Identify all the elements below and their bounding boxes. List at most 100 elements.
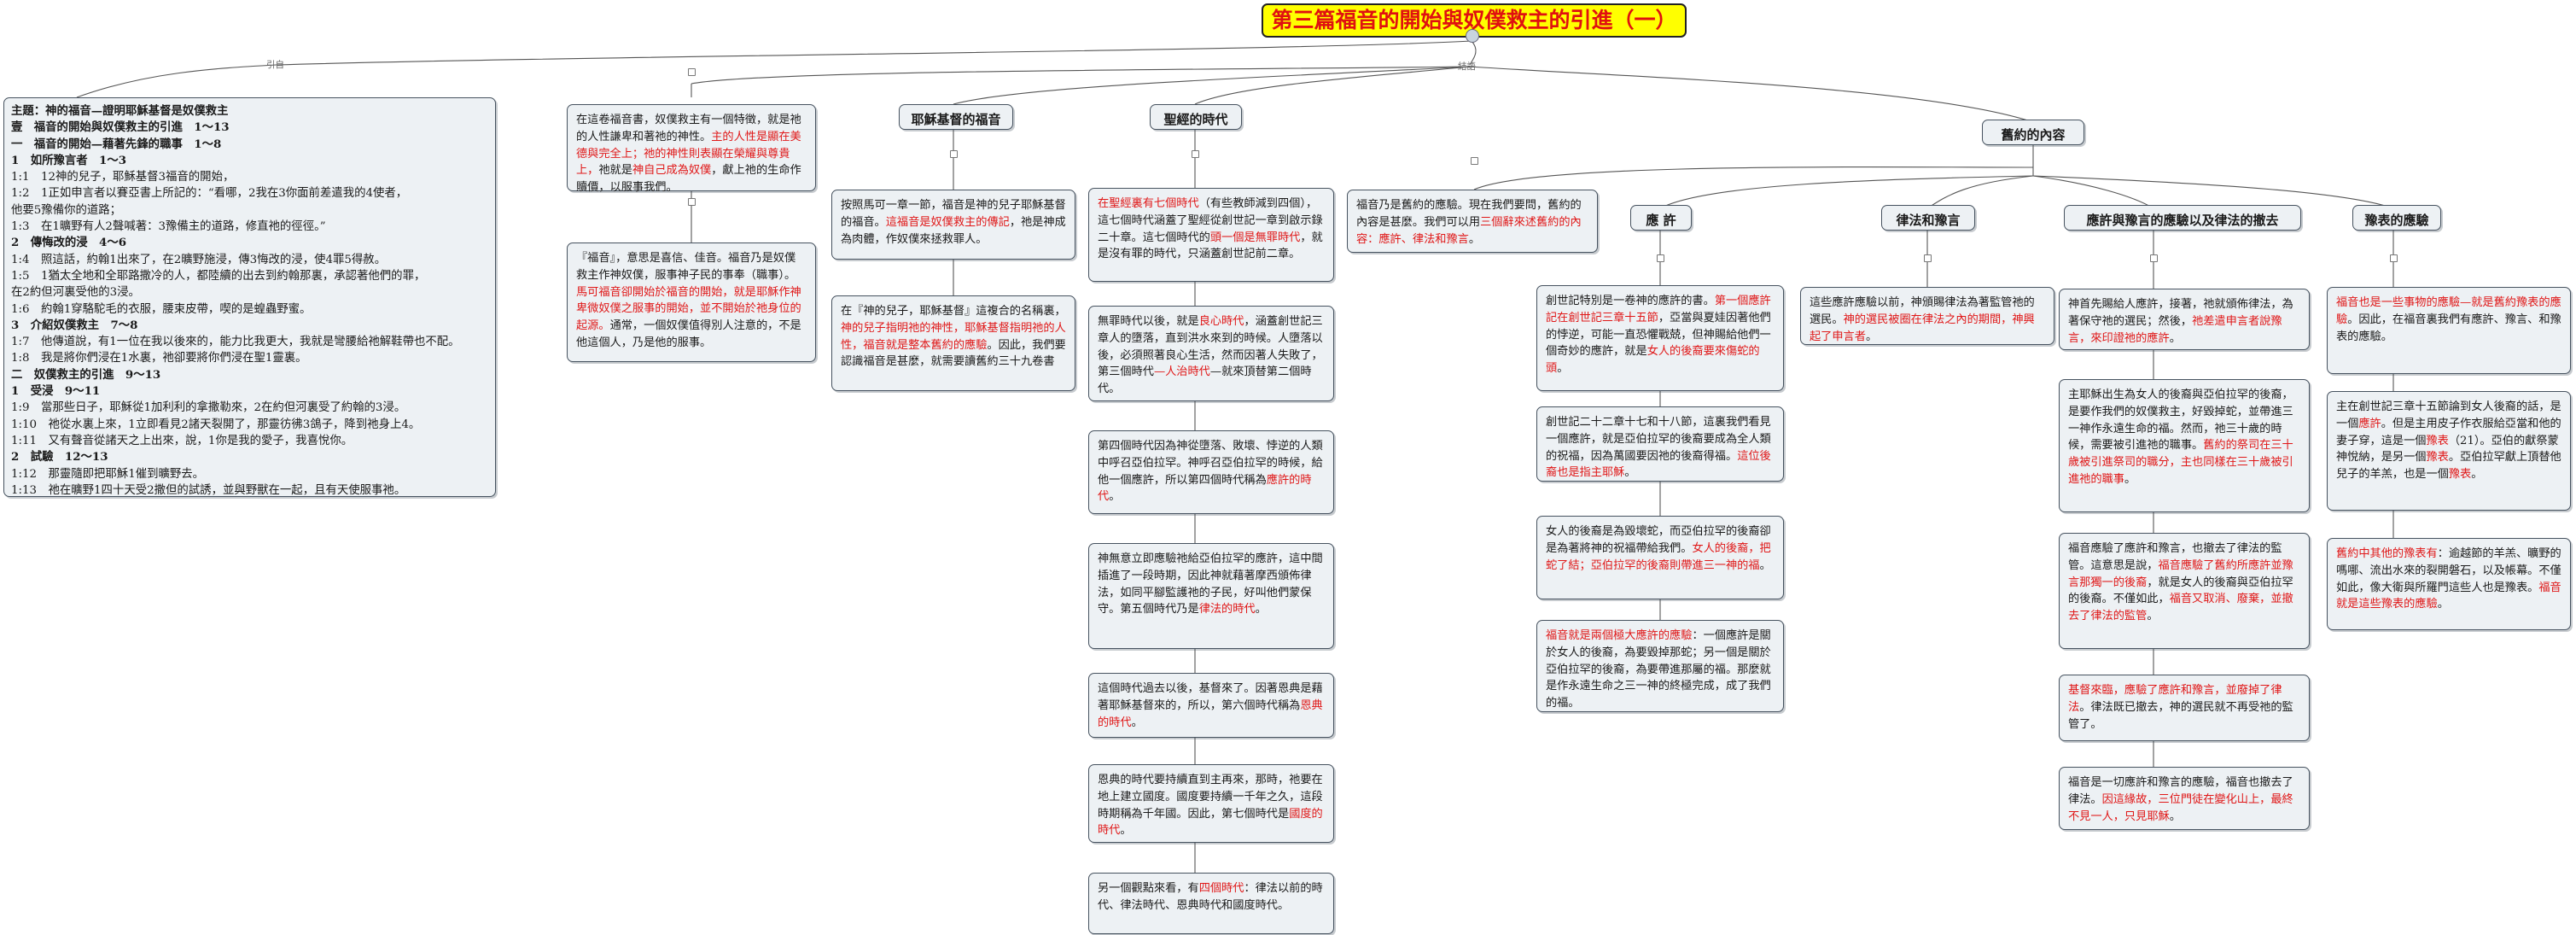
law-node-1: 這些應許應驗以前，神頒賜律法為著監管祂的選民。神的選民被圈在律法之內的期間，神興… bbox=[1800, 287, 2054, 345]
body-text: 在這卷福音書，奴僕救主有一個特徵，就是祂的人性謙卑和著祂的神性。 bbox=[576, 114, 801, 143]
body-text: 。 bbox=[1624, 466, 1636, 480]
junction-dot bbox=[1924, 254, 1932, 262]
body-text: 。 bbox=[2169, 331, 2181, 345]
body-text: （有些教師減到四個），這七個時代涵蓋了聖經從創世記一章到啟示錄二十章。這七個時代… bbox=[1098, 197, 1323, 244]
body-text: 。 bbox=[2437, 598, 2449, 611]
body-text: 主在創世記三章十五節論到女人後裔的話，是一個 bbox=[2336, 400, 2561, 430]
highlight-text: 這位後裔也是指主耶穌 bbox=[1546, 449, 1771, 480]
outline-heading: 二 奴僕救主的引進 9～13 bbox=[11, 367, 161, 382]
highlight-text: 神的兒子指明祂的神性，耶穌基督指明祂的人性，福音就是整本舊約的應驗 bbox=[841, 321, 1066, 352]
body-text: ，就是女人的後裔與亞伯拉罕的後裔。不僅如此， bbox=[2068, 576, 2293, 606]
header-ot: 舊約的內容 bbox=[1982, 120, 2084, 145]
junction-dot bbox=[688, 68, 696, 76]
response-node-3: 福音應驗了應許和豫言，也撤去了律法的監管。這意思是說，福音應驗了舊約所應許並豫言… bbox=[2059, 533, 2310, 649]
outline-verse: 1:13 祂在曠野1四十天受2撒但的試誘，並與野獸在一起，且有天使服事祂。 bbox=[11, 483, 406, 497]
highlight-text: 福音應驗了舊約所應許並豫言那獨一的後裔 bbox=[2068, 558, 2293, 589]
outline-verse: 1:6 約翰1穿駱駝毛的衣服，腰束皮帶，喫的是蝗蟲野蜜。 bbox=[11, 302, 312, 316]
highlight-text: 四個時代 bbox=[1198, 882, 1244, 895]
body-text: 福音應驗了應許和豫言，也撤去了律法的監管。這意思是說， bbox=[2068, 542, 2282, 572]
body-text: 。但是主用皮子作衣服給亞當和他的妻子穿，這是一個 bbox=[2336, 417, 2561, 447]
outline-heading: 3 介紹奴僕救主 7～8 bbox=[11, 318, 138, 332]
body-text: 。 bbox=[1131, 716, 1143, 729]
body-text: 『福音』，意思是喜信、佳音。福音乃是奴僕救主作神奴僕，服事神子民的事奉（職事）。 bbox=[576, 252, 796, 282]
body-text: 。亞伯拉罕獻上頂替他兒子的羊羔，也是一個 bbox=[2336, 451, 2561, 482]
age-node-5: 這個時代過去以後，基督來了。因著恩典是藉著耶穌基督來的，所以，第六個時代稱為恩典… bbox=[1088, 673, 1334, 738]
highlight-text: 國度的時代 bbox=[1098, 807, 1323, 838]
highlight-text: 馬可福音卻開始於福音的開始，就是耶穌作神卑微奴僕之服事的開始，並不開始於祂身位的… bbox=[576, 285, 801, 333]
body-text: 。 bbox=[1109, 490, 1121, 504]
age-node-6: 恩典的時代要持續直到主再來，那時，祂要在地上建立國度。國度要持續一千年之久，這段… bbox=[1088, 764, 1334, 843]
outline-verse: 1:8 我是將你們浸在1水裏，祂卻要將你們浸在聖1靈裏。 bbox=[11, 352, 307, 365]
highlight-text: 頭一個是無罪時代 bbox=[1209, 231, 1301, 244]
header-promise: 應 許 bbox=[1630, 205, 1692, 231]
body-text: 。 bbox=[1759, 558, 1771, 572]
highlight-text: 神的選民被圈在律法之內的期間，神興起了申言者 bbox=[1810, 313, 2035, 343]
body-text: 女人的後裔是為毀壞蛇，而亞伯拉罕的後裔卻是為著將神的祝福帶給我們。 bbox=[1546, 525, 1771, 555]
body-text: 神無意立即應驗祂給亞伯拉罕的應許，這中間插進了一段時期，因此神就藉著摩西頒佈律法… bbox=[1098, 552, 1323, 617]
age-node-4: 神無意立即應驗祂給亞伯拉罕的應許，這中間插進了一段時期，因此神就藉著摩西頒佈律法… bbox=[1088, 543, 1334, 649]
gospel-node-1: 按照馬可一章一節，福音是神的兒子耶穌基督的福音。這福音是奴僕救主的傳記，祂是神成… bbox=[831, 190, 1075, 260]
highlight-text: 豫表 bbox=[2448, 468, 2472, 482]
junction-dot bbox=[1471, 157, 1478, 165]
body-text: ，亞當與夏娃因著他們的悖逆，可能一直恐懼戰兢，但神賜給他們一個奇妙的應許，就是 bbox=[1546, 311, 1771, 359]
outline-heading: 2 傳悔改的浸 4～6 bbox=[11, 236, 127, 250]
outline-verse: 1:3 在1曠野有人2聲喊著：3豫備主的道路，修直祂的徑徑。” bbox=[11, 220, 326, 234]
age-node-7: 另一個觀點來看，有四個時代：律法以前的時代、律法時代、恩典時代和國度時代。 bbox=[1088, 873, 1334, 934]
highlight-text: 應許的時代 bbox=[1098, 473, 1312, 504]
junction-dot bbox=[1657, 254, 1664, 262]
response-node-2: 主耶穌出生為女人的後裔與亞伯拉罕的後裔，是要作我們的奴僕救主，好毀掉蛇，並帶進三… bbox=[2059, 379, 2310, 512]
highlight-text: 福音就是這些豫表的應驗 bbox=[2336, 581, 2561, 611]
outline-heading: 壹 福音的開始與奴僕救主的引進 1～13 bbox=[11, 120, 230, 135]
highlight-text: 舊約中其他的豫表有 bbox=[2336, 547, 2438, 560]
response-node-4: 基督來臨，應驗了應許和豫言，並廢掉了律法。律法既已撤去，神的選民就不再受祂的監管… bbox=[2059, 675, 2310, 741]
body-text: 另一個觀點來看，有 bbox=[1098, 882, 1199, 895]
body-text: 這些應許應驗以前，神頒賜律法為著監管祂的選民。 bbox=[1810, 296, 2035, 326]
body-text: 福音乃是舊約的應驗。現在我們要問，舊約的內容是甚麼。我們可以用 bbox=[1356, 199, 1582, 229]
highlight-text: 福音也是一些事物的應驗—就是舊約豫表的應驗 bbox=[2336, 296, 2561, 326]
promise-node-3: 女人的後裔是為毀壞蛇，而亞伯拉罕的後裔卻是為著將神的祝福帶給我們。女人的後裔，把… bbox=[1536, 516, 1784, 599]
body-text: ，祂是神成為肉體，作奴僕來拯救罪人。 bbox=[841, 215, 1066, 246]
header-type: 豫表的應驗 bbox=[2352, 205, 2441, 231]
type-node-2: 主在創世記三章十五節論到女人後裔的話，是一個應許。但是主用皮子作衣服給亞當和他的… bbox=[2327, 391, 2571, 511]
highlight-text: 福音就是兩個極大應許的應驗 bbox=[1546, 629, 1693, 642]
body-text: 。因此，我們要認識福音是甚麼，就需要讀舊約三十九卷書 bbox=[841, 338, 1066, 369]
highlight-text: 女人的後裔，把蛇了結；亞伯拉罕的後裔則帶進三一神的福 bbox=[1546, 541, 1771, 572]
junction-dot bbox=[2390, 254, 2398, 262]
outline-verse: 1:2 1正如申言者以賽亞書上所記的：“看哪，2我在3你面前差遣我的4使者， bbox=[11, 187, 408, 201]
response-node-5: 福音是一切應許和豫言的應驗，福音也撤去了律法。因這緣故，三位門徒在變化山上，最終… bbox=[2059, 767, 2310, 830]
body-text: 。律法既已撤去，神的選民就不再受祂的監管了。 bbox=[2068, 700, 2293, 731]
header-response: 應許與豫言的應驗以及律法的撤去 bbox=[2064, 205, 2301, 231]
body-text: 祂就是 bbox=[598, 164, 632, 178]
highlight-text: 恩典的時代 bbox=[1098, 698, 1323, 729]
highlight-text: 三個辭來述舊約的內容：應許、律法和豫言 bbox=[1356, 215, 1582, 246]
body-text: 創世記特別是一卷神的應許的書。 bbox=[1546, 295, 1715, 307]
highlight-text: 良心時代 bbox=[1198, 315, 1244, 328]
header-ages: 聖經的時代 bbox=[1150, 104, 1242, 130]
gospel-node-2: 在『神的兒子，耶穌基督』這複合的名稱裏，神的兒子指明祂的神性，耶穌基督指明祂的人… bbox=[831, 295, 1075, 391]
highlight-text: 基督來臨，應驗了應許和豫言，並廢掉了律法 bbox=[2068, 684, 2282, 714]
header-gospel: 耶穌基督的福音 bbox=[899, 104, 1013, 130]
age-node-2: 無罪時代以後，就是良心時代，涵蓋創世記三章人的墮落，直到洪水來到的時候。人墮落以… bbox=[1088, 306, 1334, 401]
body-text: 。 bbox=[2471, 468, 2483, 482]
body-text: 。 bbox=[2124, 472, 2136, 486]
highlight-text: 豫表 bbox=[2426, 434, 2449, 447]
response-node-1: 神首先賜給人應許，接著，祂就頒佈律法，為著保守祂的選民；然後，祂差遣申言者說豫言… bbox=[2059, 289, 2310, 350]
body-text: 無罪時代以後，就是 bbox=[1098, 315, 1199, 328]
highlight-text: 律法的時代 bbox=[1198, 603, 1256, 617]
body-text: 。 bbox=[1865, 330, 1878, 343]
junction-dot bbox=[688, 198, 696, 206]
intro-gospel-node: 『福音』，意思是喜信、佳音。福音乃是奴僕救主作神奴僕，服事神子民的事奉（職事）。… bbox=[567, 243, 816, 362]
outline-verse: 1:1 12神的兒子，耶穌基督3福音的開始， bbox=[11, 171, 235, 184]
body-text: 第四個時代因為神從墮落、敗壞、悖逆的人類中呼召亞伯拉罕。神呼召亞伯拉罕的時候，給… bbox=[1098, 440, 1323, 487]
body-text: 。 bbox=[1468, 232, 1481, 246]
outline-heading: 主題：神的福音—證明耶穌基督是奴僕救主 bbox=[11, 104, 229, 118]
outline-verse: 他要5豫備你的道路； bbox=[11, 203, 122, 217]
body-text: ，獻上祂的生命作贖價，以服事我們。 bbox=[576, 164, 801, 195]
outline-verse: 在2約但河裏受他的3浸。 bbox=[11, 286, 140, 300]
topic-icon bbox=[1466, 29, 1479, 43]
outline-verse: 1:11 又有聲音從諸天之上出來，說，1你是我的愛子，我喜悅你。 bbox=[11, 434, 353, 447]
header-law: 律法和豫言 bbox=[1881, 205, 1975, 231]
promise-node-1: 創世記特別是一卷神的應許的書。第一個應許記在創世記三章十五節，亞當與夏娃因著他們… bbox=[1536, 285, 1784, 391]
outline-verse: 1:12 那靈隨即把耶穌1催到曠野去。 bbox=[11, 467, 205, 481]
